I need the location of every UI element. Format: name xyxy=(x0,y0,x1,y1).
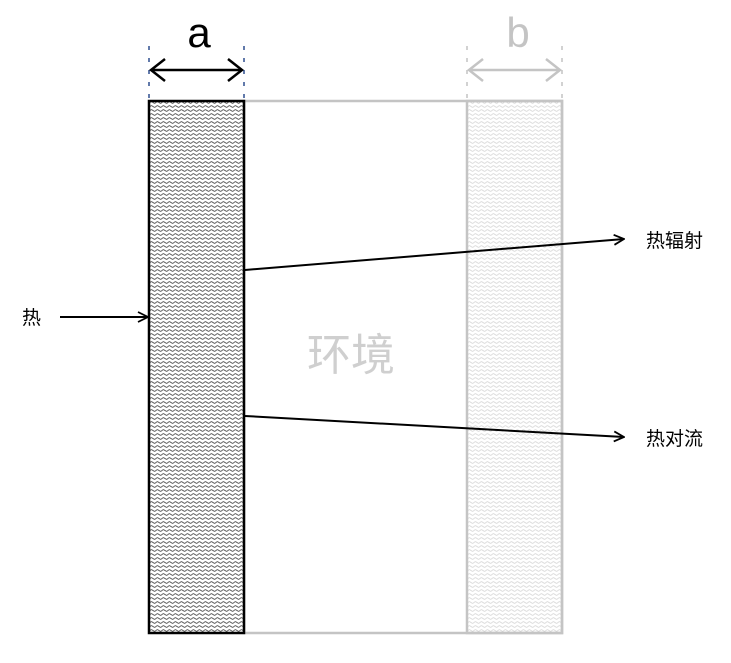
environment-label: 环境 xyxy=(307,330,395,381)
heat-in-label: 热 xyxy=(22,307,41,329)
dimension-a: a xyxy=(148,9,245,101)
convection-label: 热对流 xyxy=(646,428,703,450)
radiation-label: 热辐射 xyxy=(646,230,703,252)
dimension-a-label: a xyxy=(187,9,211,56)
dimension-b-label: b xyxy=(506,9,529,56)
wall-b xyxy=(465,99,564,635)
convection-arrow xyxy=(244,415,624,437)
wall-a xyxy=(147,99,246,635)
dimension-b: b xyxy=(466,9,563,101)
radiation-arrow xyxy=(244,239,624,271)
